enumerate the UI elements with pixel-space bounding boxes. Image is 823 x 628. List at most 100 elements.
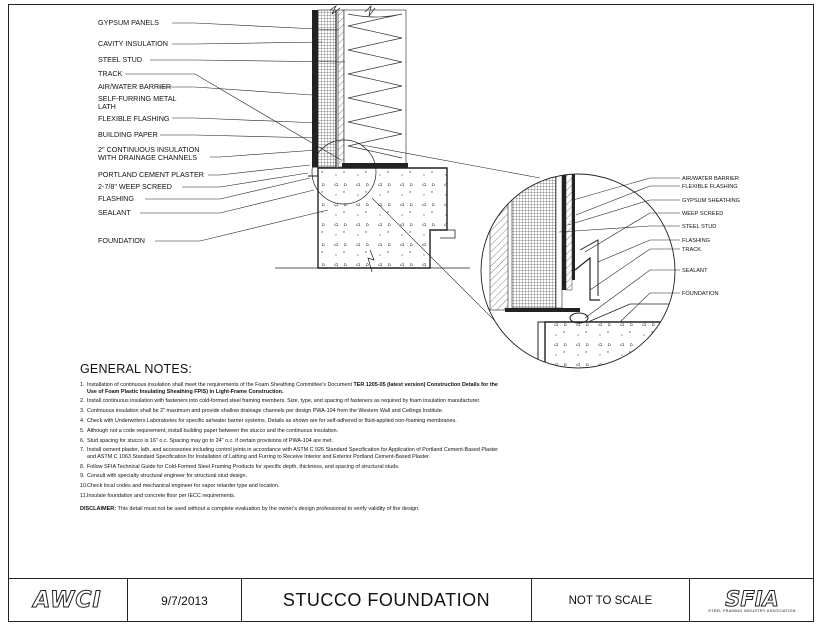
label-air-water-barrier: AIR/WATER BARRIER [98, 82, 171, 91]
note-item: 7.Install cement plaster, lath, and acce… [80, 447, 500, 460]
label-flexible-flashing: FLEXIBLE FLASHING [98, 114, 170, 123]
dlabel-gypsum-sheathing: GYPSUM SHEATHING [682, 198, 740, 204]
label-gypsum-panels: GYPSUM PANELS [98, 18, 159, 27]
note-item: 3.Continuous insulation shall be 2" maxi… [80, 408, 500, 415]
note-body: Install continuous insulation with faste… [87, 398, 480, 405]
note-number: 11. [80, 493, 88, 499]
label-sealant: SEALANT [98, 208, 131, 217]
label-self-furring-lath-1: SELF-FURRING METAL [98, 94, 177, 103]
detail-leaders [558, 177, 680, 323]
title-block: AWCI 9/7/2013 STUCCO FOUNDATION NOT TO S… [8, 578, 814, 622]
drawing-sheet [8, 4, 814, 622]
label-self-furring-lath-2: LATH [98, 102, 116, 111]
dlabel-flashing: FLASHING [682, 238, 710, 244]
note-text: Although not a code requirement, install… [87, 427, 339, 434]
note-body: Check local codes and mechanical enginee… [87, 483, 279, 490]
dlabel-foundation: FOUNDATION [682, 291, 719, 297]
note-item: 11.Insulate foundation and concrete floo… [80, 493, 500, 500]
note-number: 7. [80, 447, 85, 454]
note-body: Insulate foundation and concrete floor p… [87, 493, 235, 500]
drawing-date: 9/7/2013 [161, 593, 208, 608]
note-number: 6. [80, 437, 85, 444]
label-flashing: FLASHING [98, 194, 134, 203]
disclaimer-text: This detail must not be used without a c… [117, 505, 420, 512]
dlabel-flexible-flashing: FLEXIBLE FLASHING [682, 184, 738, 190]
label-weep-screed: 2-7/8" WEEP SCREED [98, 182, 172, 191]
continuous-insulation [317, 9, 337, 168]
label-cavity-insulation: CAVITY INSULATION [98, 39, 168, 48]
note-number: 5. [80, 427, 85, 434]
label-steel-stud: STEEL STUD [98, 55, 142, 64]
note-body: Installation of continuous insulation sh… [87, 382, 500, 395]
detail-callout-small [311, 139, 377, 205]
note-body: Continuous insulation shall be 2" maximu… [87, 408, 443, 415]
note-item: 2.Install continuous insulation with fas… [80, 398, 500, 405]
label-portland-cement-plaster: PORTLAND CEMENT PLASTER [98, 170, 204, 179]
note-number: 1. [80, 382, 85, 388]
note-item: 8.Follow SFIA Technical Guide for Cold-F… [80, 464, 500, 471]
dlabel-weep-screed: WEEP SCREED [682, 211, 723, 217]
note-body: Follow SFIA Technical Guide for Cold-For… [87, 464, 399, 471]
note-text: Install continuous insulation with faste… [87, 398, 481, 405]
sfia-logo-text: SFIA [725, 586, 780, 611]
note-body: Check with Underwriters Laboratories for… [87, 418, 457, 425]
notes-list: 1.Installation of continuous insulation … [80, 382, 500, 500]
note-number: 3. [80, 408, 85, 415]
note-body: Consult with specialty structural engine… [87, 473, 247, 480]
note-item: 4.Check with Underwriters Laboratories f… [80, 418, 500, 425]
note-text: Stud spacing for stucco is 16" o.c. Spac… [87, 437, 334, 444]
note-text: Consult with specialty structural engine… [87, 473, 247, 480]
note-body: Stud spacing for stucco is 16" o.c. Spac… [87, 438, 333, 445]
general-notes: GENERAL NOTES: 1.Installation of continu… [80, 362, 500, 512]
label-continuous-insulation-1: 2" CONTINUOUS INSULATION [98, 145, 199, 154]
note-bold-text: TER 1205-05 (latest version) Constructio… [87, 382, 498, 395]
note-item: 10.Check local codes and mechanical engi… [80, 483, 500, 490]
label-building-paper: BUILDING PAPER [98, 130, 158, 139]
note-text: Check with Underwriters Laboratories for… [87, 417, 457, 424]
awci-logo-text: AWCI [33, 588, 102, 614]
sfia-logo: SFIA STEEL FRAMING INDUSTRY ASSOCIATION [690, 579, 814, 622]
detail-callout-large [480, 173, 676, 369]
note-body: Install cement plaster, lath, and access… [87, 447, 500, 460]
note-item: 1.Installation of continuous insulation … [80, 382, 500, 395]
drawing-scale: NOT TO SCALE [568, 594, 653, 607]
note-item: 6.Stud spacing for stucco is 16" o.c. Sp… [80, 438, 500, 445]
date-cell: 9/7/2013 [128, 579, 242, 622]
note-text: Insulate foundation and concrete floor p… [87, 493, 236, 499]
note-text: Install cement plaster, lath, and access… [87, 447, 499, 460]
dlabel-track: TRACK [682, 247, 701, 253]
sfia-logo-subtitle: STEEL FRAMING INDUSTRY ASSOCIATION [708, 608, 796, 613]
note-number: 8. [80, 463, 85, 470]
note-text: Continuous insulation shall be 2" maximu… [87, 408, 444, 415]
left-labels: GYPSUM PANELS CAVITY INSULATION STEEL ST… [98, 18, 204, 245]
dlabel-sealant: SEALANT [682, 268, 708, 274]
enlarged-detail [481, 174, 675, 368]
note-number: 2. [80, 398, 85, 405]
notes-title: GENERAL NOTES: [80, 362, 193, 376]
drawing-title: STUCCO FOUNDATION [282, 590, 491, 610]
note-number: 10. [80, 483, 88, 490]
note-number: 9. [80, 473, 85, 480]
foundation-main [317, 167, 448, 269]
detail-labels: AIR/WATER BARRIER FLEXIBLE FLASHING GYPS… [682, 176, 740, 297]
stud-cavity [343, 9, 407, 168]
track [342, 163, 408, 168]
gypsum-panel [337, 9, 345, 168]
label-track: TRACK [98, 69, 123, 78]
disclaimer-label: DISCLAIMER: [80, 505, 117, 512]
note-body: Although not a code requirement, install… [87, 428, 338, 435]
note-text: Check local codes and mechanical enginee… [87, 483, 280, 490]
note-item: 5.Although not a code requirement, insta… [80, 428, 500, 435]
note-item: 9.Consult with specialty structural engi… [80, 473, 500, 480]
note-text: Installation of continuous insulation sh… [87, 382, 353, 388]
awci-logo: AWCI [8, 579, 128, 622]
disclaimer: DISCLAIMER: This detail must not be used… [80, 506, 500, 512]
main-section [275, 4, 541, 337]
title-cell: STUCCO FOUNDATION [242, 579, 532, 622]
scale-cell: NOT TO SCALE [532, 579, 690, 622]
left-leaders [125, 22, 346, 242]
label-continuous-insulation-2: WITH DRAINAGE CHANNELS [98, 153, 197, 162]
dlabel-steel-stud: STEEL STUD [682, 224, 716, 230]
cavity-insulation [347, 13, 403, 159]
